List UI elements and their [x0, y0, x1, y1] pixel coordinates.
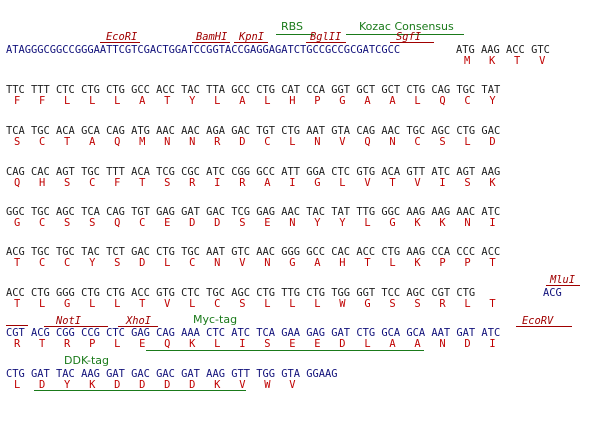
- kpni-site-underline: [234, 42, 268, 43]
- rbs-label: RBS: [281, 20, 303, 33]
- sgfi-site-label: SgfI: [396, 31, 422, 43]
- ecorv-site-underline: [516, 326, 572, 327]
- aa-row-1: M K T V: [464, 55, 546, 67]
- dna-row-1: ATG AAG ACC GTC: [456, 44, 550, 56]
- noti-site-underline: [44, 326, 108, 327]
- dna-row-5: GGC TGC AGC TCA CAG TGT GAG GAT GAC TCG …: [6, 206, 501, 218]
- dna-row-4: CAG CAC AGT TGC TTT ACA TCG CGC ATC CGG …: [6, 166, 501, 178]
- aa-row-9: L D Y K D D D D K V W V: [14, 379, 296, 391]
- mlui-site-label: MluI: [550, 274, 576, 286]
- ddk-tag-underline: [34, 390, 246, 391]
- leader-sequence: ATAGGGCGGCCGGGAATTCGTCGACTGGATCCGGTACCGA…: [6, 44, 401, 56]
- xhoi-site-label: XhoI: [126, 315, 152, 327]
- aa-row-2: F F L L L A T Y L A L H P G A A L Q C Y: [14, 95, 496, 107]
- dna-row-2: TTC TTT CTC CTG CTG GCC ACC TAC TTA GCC …: [6, 84, 501, 96]
- aa-row-8: R T R P L E Q K L I S E E D L A A N D I: [14, 338, 496, 350]
- mlui-site-underline: [546, 285, 580, 286]
- dna-row-8: CGT ACG CGG CCG CTC GAG CAG AAA CTC ATC …: [6, 327, 501, 339]
- aa-row-4: Q H S C F T S R I R A I G L V T V I S K: [14, 177, 496, 189]
- noti-site-label: NotI: [56, 315, 82, 327]
- aa-row-6: T C C Y S D L C N V N G A H T L K P P T: [14, 257, 496, 269]
- dna-row-7: ACC CTG GGG CTG CTG ACC GTG CTC TGC AGC …: [6, 287, 482, 299]
- mlui-continuation-underline: [6, 325, 28, 326]
- kozac-label: Kozac Consensus: [359, 20, 454, 33]
- sgfi-site-underline: [390, 42, 434, 43]
- aa-row-7: T L G L L T V L C S L L L W G S S R L T: [14, 298, 496, 310]
- ecori-site-label: EcoRI: [106, 31, 138, 43]
- aa-row-5: G C S S Q C E D D S E N Y Y L G K K N I: [14, 217, 496, 229]
- ddk-tag-label: DDK-tag: [64, 354, 110, 367]
- bglii-site-underline: [306, 42, 346, 43]
- kozac-underline: [346, 34, 464, 35]
- dna-row-9: CTG GAT TAC AAG GAT GAC GAC GAT AAG GTT …: [6, 368, 338, 380]
- kpni-site-label: KpnI: [239, 31, 265, 43]
- myc-tag-underline: [146, 350, 424, 351]
- dna-row-6: ACG TGC TGC TAC TCT GAC CTG TGC AAT GTC …: [6, 246, 501, 258]
- dna-row-3: TCA TGC ACA GCA CAG ATG AAC AAC AGA GAC …: [6, 125, 501, 137]
- ecori-site-underline: [100, 42, 140, 43]
- dna-row-7-mlui-codon: ACG: [543, 287, 562, 299]
- ecorv-site-label: EcoRV: [522, 315, 554, 327]
- bamhi-site-underline: [192, 42, 230, 43]
- bamhi-site-label: BamHI: [196, 31, 228, 43]
- rbs-underline: [276, 34, 314, 35]
- myc-tag-label: Myc-tag: [193, 313, 238, 326]
- aa-row-3: S C T A Q M N N R D C L N V Q N C S L D: [14, 136, 496, 148]
- xhoi-site-underline: [118, 326, 158, 327]
- bglii-site-label: BglII: [310, 31, 342, 43]
